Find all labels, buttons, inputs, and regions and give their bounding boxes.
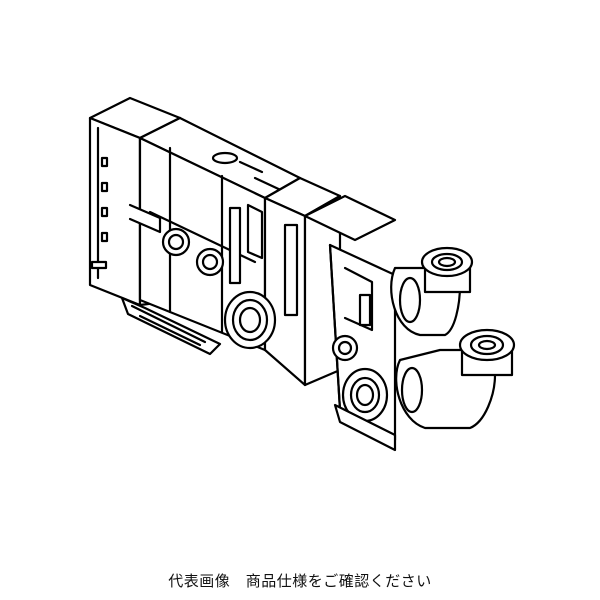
upper-elbow-fitting [390,246,474,337]
right-subbase [303,194,397,452]
lower-elbow-fitting [395,328,516,430]
caption: 代表画像 商品仕様をご確認ください [168,572,432,590]
left-subbase [120,116,302,356]
middle-valve-block [223,176,342,387]
product-illustration [88,96,516,452]
